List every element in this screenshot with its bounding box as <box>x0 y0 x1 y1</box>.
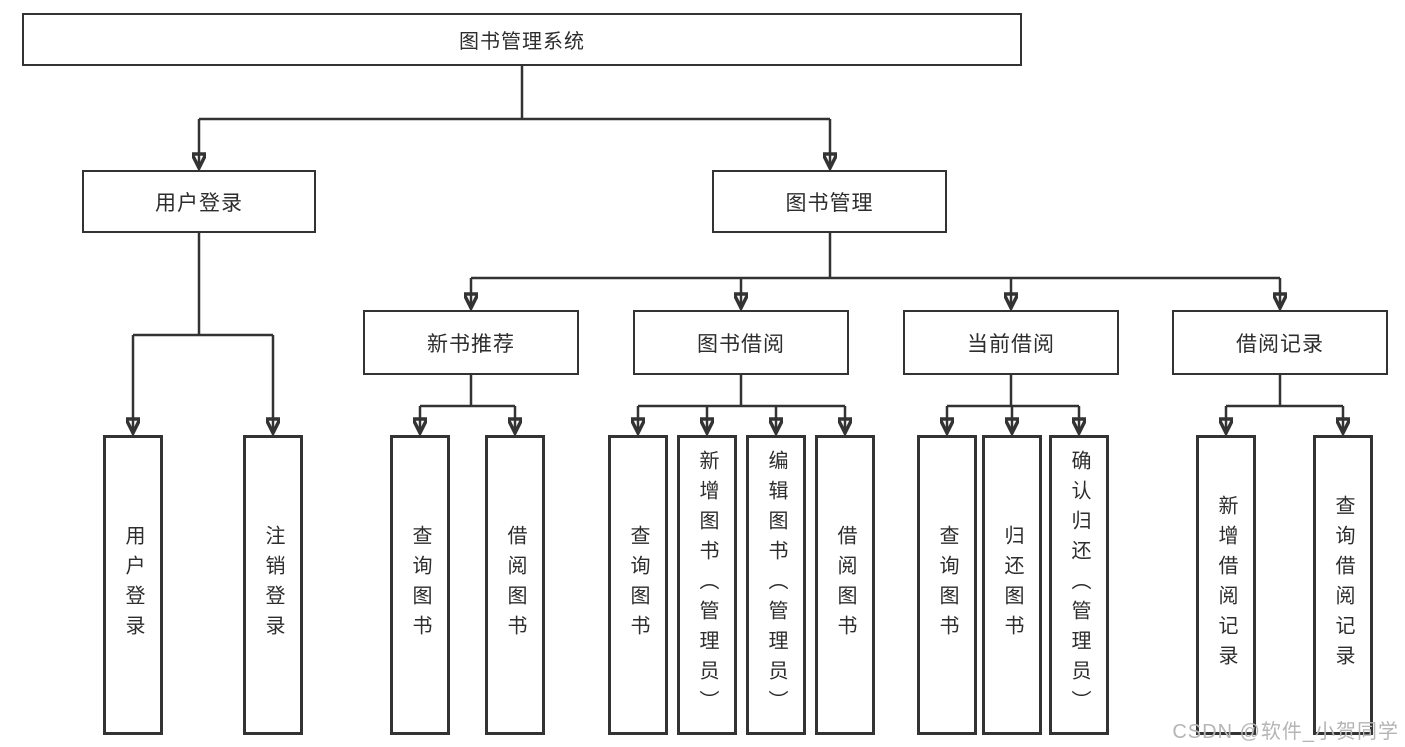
leaf-borrow-book-b-label: 借阅图书 <box>834 525 856 645</box>
leaf-query-book-c: 查询图书 <box>917 435 977 735</box>
leaf-query-book-b-label: 查询图书 <box>627 525 649 645</box>
node-user-login: 用户登录 <box>82 170 316 233</box>
leaf-user-login-label: 用户登录 <box>122 525 144 645</box>
leaf-user-login: 用户登录 <box>103 435 163 735</box>
leaf-borrow-book-b: 借阅图书 <box>815 435 875 735</box>
leaf-confirm-return: 确认归还（管理员） <box>1049 435 1109 735</box>
leaf-edit-book-label: 编辑图书（管理员） <box>765 450 787 720</box>
node-book-management-label: 图书管理 <box>785 191 874 215</box>
leaf-add-record: 新增借阅记录 <box>1196 435 1256 735</box>
leaf-query-book-a: 查询图书 <box>390 435 450 735</box>
leaf-confirm-return-label: 确认归还（管理员） <box>1068 450 1090 720</box>
leaf-return-book: 归还图书 <box>982 435 1042 735</box>
node-book-borrowing-label: 图书借阅 <box>697 332 785 356</box>
leaf-query-book-c-label: 查询图书 <box>936 525 958 645</box>
leaf-add-book-label: 新增图书（管理员） <box>696 450 718 720</box>
node-user-login-label: 用户登录 <box>155 191 243 215</box>
node-borrowing-records: 借阅记录 <box>1172 310 1388 375</box>
node-new-book-recommend: 新书推荐 <box>363 310 579 375</box>
leaf-query-book-a-label: 查询图书 <box>409 525 431 645</box>
node-root: 图书管理系统 <box>22 13 1022 66</box>
node-book-borrowing: 图书借阅 <box>633 310 849 375</box>
node-current-borrowing: 当前借阅 <box>903 310 1119 375</box>
leaf-borrow-book-a: 借阅图书 <box>485 435 545 735</box>
leaf-add-book: 新增图书（管理员） <box>677 435 737 735</box>
leaf-borrow-book-a-label: 借阅图书 <box>504 525 526 645</box>
node-borrowing-records-label: 借阅记录 <box>1236 332 1324 356</box>
leaf-logout: 注销登录 <box>243 435 303 735</box>
node-current-borrowing-label: 当前借阅 <box>967 332 1055 356</box>
node-root-label: 图书管理系统 <box>459 31 585 53</box>
watermark-csdn: CSDN @软件_小贺同学 <box>1172 721 1399 743</box>
leaf-query-record-label: 查询借阅记录 <box>1332 495 1354 675</box>
leaf-add-record-label: 新增借阅记录 <box>1215 495 1237 675</box>
leaf-return-book-label: 归还图书 <box>1001 525 1023 645</box>
node-new-book-recommend-label: 新书推荐 <box>427 332 515 356</box>
leaf-edit-book: 编辑图书（管理员） <box>746 435 806 735</box>
leaf-query-record: 查询借阅记录 <box>1313 435 1373 735</box>
leaf-logout-label: 注销登录 <box>262 525 284 645</box>
node-book-management: 图书管理 <box>712 170 947 233</box>
leaf-query-book-b: 查询图书 <box>608 435 668 735</box>
